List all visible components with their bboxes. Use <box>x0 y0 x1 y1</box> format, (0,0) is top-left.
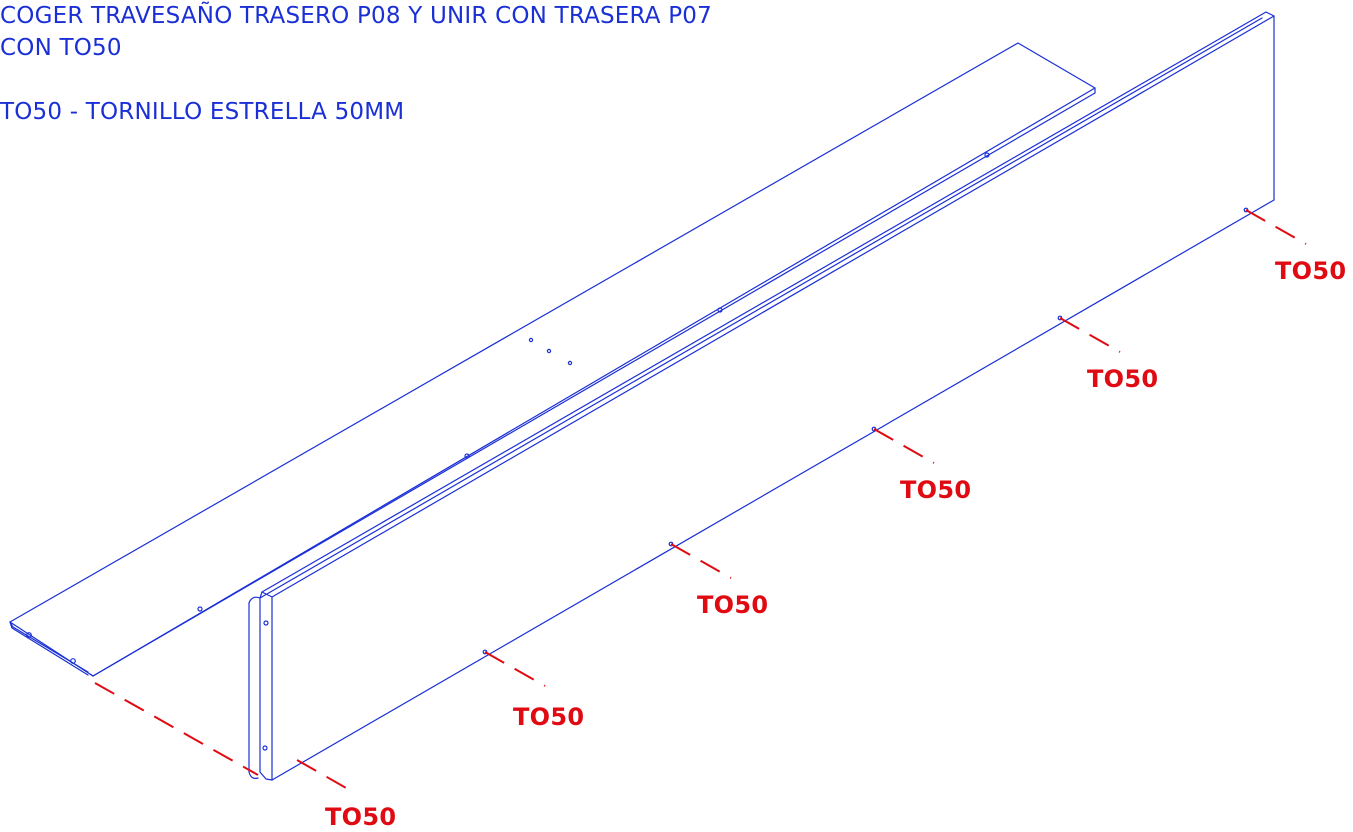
screw-callout-label: TO50 <box>325 803 397 831</box>
screw-callout-label: TO50 <box>697 591 769 619</box>
callout-line-4 <box>670 543 732 579</box>
callout-line-6 <box>1059 317 1121 353</box>
instruction-line-1: COGER TRAVESAÑO TRASERO P08 Y UNIR CON T… <box>0 3 712 29</box>
callout-line-3 <box>484 651 546 687</box>
screw-callout-lines <box>94 209 1307 794</box>
back-panel-p07 <box>248 11 1275 781</box>
screw-callout-label: TO50 <box>900 476 972 504</box>
callout-line-5 <box>873 428 935 464</box>
screw-callout-label: TO50 <box>513 703 585 731</box>
callout-line-7 <box>1245 209 1307 245</box>
instructions-text: COGER TRAVESAÑO TRASERO P08 Y UNIR CON T… <box>0 0 712 128</box>
callout-line-2 <box>296 759 356 794</box>
screw-legend: TO50 - TORNILLO ESTRELLA 50MM <box>0 99 405 125</box>
screw-callout-label: TO50 <box>1087 365 1159 393</box>
screw-callout-label: TO50 <box>1275 257 1347 285</box>
instruction-line-2: CON TO50 <box>0 35 122 61</box>
crossbar-p08 <box>9 42 1096 677</box>
callout-line-1 <box>94 682 259 776</box>
